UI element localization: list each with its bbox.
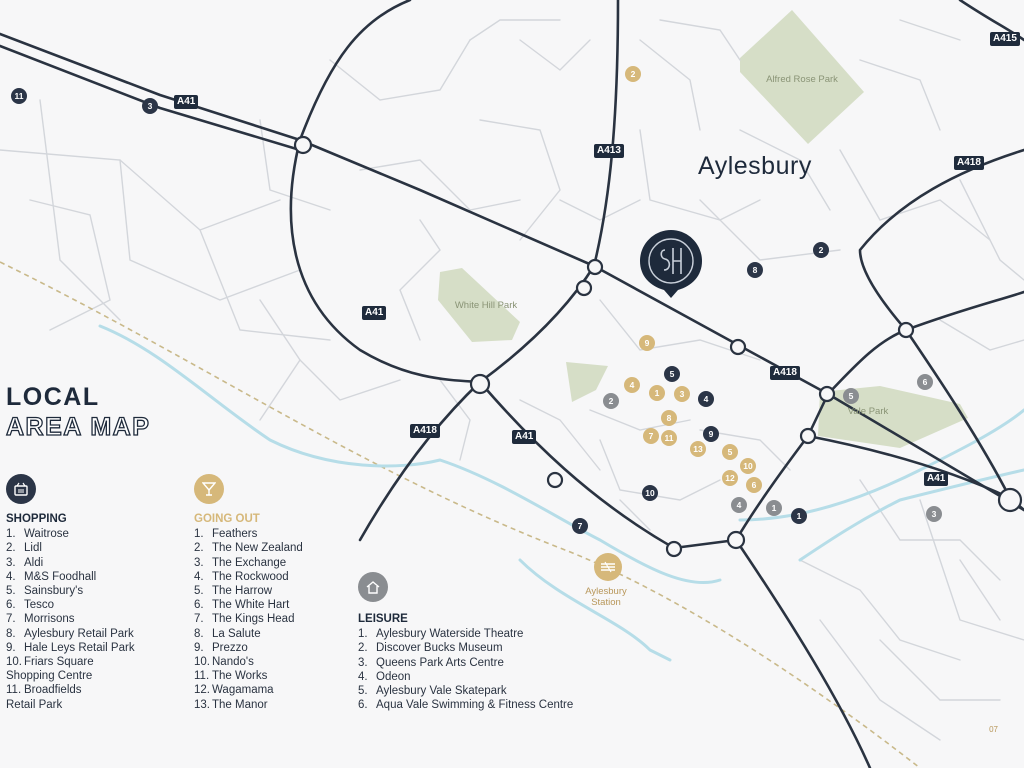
shopping-pin[interactable]: 5: [664, 366, 680, 382]
leisure-item: 6.Aqua Vale Swimming & Fitness Centre: [358, 699, 574, 712]
shopping-pin[interactable]: 3: [926, 506, 942, 522]
river-south: [518, 558, 672, 662]
road-label-a41: A41: [924, 472, 949, 486]
going-out-pin[interactable]: 1: [649, 385, 665, 401]
shopping-pin[interactable]: 10: [642, 485, 658, 501]
going-out-pin[interactable]: 8: [661, 410, 677, 426]
canal-branch: [798, 468, 1024, 562]
road-label-a41: A41: [174, 95, 199, 109]
going-out-pin[interactable]: 2: [625, 66, 641, 82]
going-out-item: 1.Feathers: [194, 528, 258, 541]
going-out-item: 2.The New Zealand: [194, 542, 303, 555]
railway-line: [0, 261, 921, 768]
shopping-item: 7.Morrisons: [6, 613, 75, 626]
going-out-pin[interactable]: 10: [740, 458, 756, 474]
station-label: Aylesbury Station: [585, 586, 627, 608]
going-out-item: 5.The Harrow: [194, 585, 273, 598]
going-out-pin[interactable]: 13: [690, 441, 706, 457]
going-out-pin[interactable]: 5: [722, 444, 738, 460]
white-hill-park-label: White Hill Park: [454, 300, 518, 311]
shopping-basket-icon: [6, 474, 36, 504]
roundabouts: [293, 135, 1023, 558]
going-out-item: 10.Nando's: [194, 656, 254, 669]
leisure-pin[interactable]: 2: [603, 393, 619, 409]
shopping-item: 6.Tesco: [6, 599, 55, 612]
leisure-pin[interactable]: 6: [917, 374, 933, 390]
leisure-list: LEISURE 1.Aylesbury Waterside Theatre 2.…: [358, 612, 573, 712]
shopping-item: 8.Aylesbury Retail Park: [6, 627, 134, 640]
going-out-item: 7.The Kings Head: [194, 613, 295, 626]
page-number: 07: [989, 725, 998, 734]
going-out-item: 9.Prezzo: [194, 641, 248, 654]
going-out-pin[interactable]: 11: [661, 430, 677, 446]
alfred-rose-park-label: Alfred Rose Park: [766, 74, 838, 85]
going-out-item: 12.Wagamama: [194, 684, 274, 697]
white-hill-park-area: [438, 268, 520, 342]
canal: [738, 408, 1024, 522]
vale-park-label: Vale Park: [847, 406, 889, 417]
shopping-item: 2.Lidl: [6, 542, 42, 555]
shopping-list: SHOPPING 1.Waitrose 2.Lidl 3.Aldi 4.M&S …: [6, 512, 135, 712]
leisure-item: 5.Aylesbury Vale Skatepark: [358, 685, 507, 698]
shopping-item: 4.M&S Foodhall: [6, 570, 97, 583]
going-out-list: GOING OUT 1.Feathers 2.The New Zealand 3…: [194, 512, 303, 712]
shopping-pin[interactable]: 1: [791, 508, 807, 524]
development-location-pin[interactable]: [638, 228, 704, 300]
going-out-pin[interactable]: 6: [746, 477, 762, 493]
cocktail-glass-icon: [194, 474, 224, 504]
going-out-item: 3.The Exchange: [194, 556, 287, 569]
road-label-a413: A413: [594, 144, 624, 158]
shopping-item: 1.Waitrose: [6, 528, 69, 541]
road-label-a415: A415: [990, 32, 1020, 46]
shopping-pin[interactable]: 9: [703, 426, 719, 442]
leisure-item: 2.Discover Bucks Museum: [358, 642, 503, 655]
train-station-icon: [594, 553, 622, 581]
shopping-item: 3.Aldi: [6, 556, 44, 569]
shopping-pin[interactable]: 8: [747, 262, 763, 278]
shopping-pin[interactable]: 7: [572, 518, 588, 534]
road-label-a418: A418: [954, 156, 984, 170]
going-out-pin[interactable]: 4: [624, 377, 640, 393]
shopping-heading: SHOPPING: [6, 513, 67, 525]
going-out-item: 11.The Works: [194, 670, 268, 683]
house-icon: [358, 572, 388, 602]
going-out-pin[interactable]: 12: [722, 470, 738, 486]
going-out-item: 8.La Salute: [194, 627, 261, 640]
shopping-item: 10.Friars Square Shopping Centre: [6, 656, 94, 683]
title-line-2: AREA MAP: [5, 412, 151, 441]
shopping-item: 11.Broadfields Retail Park: [6, 684, 82, 711]
leisure-heading: LEISURE: [358, 613, 408, 625]
leisure-pin[interactable]: 1: [766, 500, 782, 516]
shopping-item: 9.Hale Leys Retail Park: [6, 641, 135, 654]
going-out-item: 6.The White Hart: [194, 599, 290, 612]
river: [98, 324, 722, 585]
title-line-1: LOCAL: [6, 383, 100, 411]
road-label-a418: A418: [410, 424, 440, 438]
going-out-item: 13.The Manor: [194, 698, 268, 711]
leisure-item: 3.Queens Park Arts Centre: [358, 656, 504, 669]
town-label: Aylesbury: [698, 152, 812, 180]
shopping-pin[interactable]: 2: [813, 242, 829, 258]
alfred-rose-park-area: [740, 10, 864, 144]
minor-streets: [0, 19, 1024, 741]
going-out-heading: GOING OUT: [194, 513, 260, 525]
going-out-pin[interactable]: 3: [674, 386, 690, 402]
shopping-item: 5.Sainsbury's: [6, 585, 84, 598]
shopping-pin[interactable]: 11: [11, 88, 27, 104]
leisure-item: 4.Odeon: [358, 670, 411, 683]
shopping-pin[interactable]: 3: [142, 98, 158, 114]
road-label-a41: A41: [362, 306, 387, 320]
road-label-a418: A418: [770, 366, 800, 380]
road-label-a41: A41: [512, 430, 537, 444]
small-park-area: [566, 362, 608, 402]
going-out-item: 4.The Rockwood: [194, 570, 289, 583]
leisure-item: 1.Aylesbury Waterside Theatre: [358, 628, 524, 641]
going-out-pin[interactable]: 9: [639, 335, 655, 351]
shopping-pin[interactable]: 4: [698, 391, 714, 407]
leisure-pin[interactable]: 4: [731, 497, 747, 513]
leisure-pin[interactable]: 5: [843, 388, 859, 404]
legend-title: LOCAL AREA MAP: [5, 382, 151, 442]
going-out-pin[interactable]: 7: [643, 428, 659, 444]
